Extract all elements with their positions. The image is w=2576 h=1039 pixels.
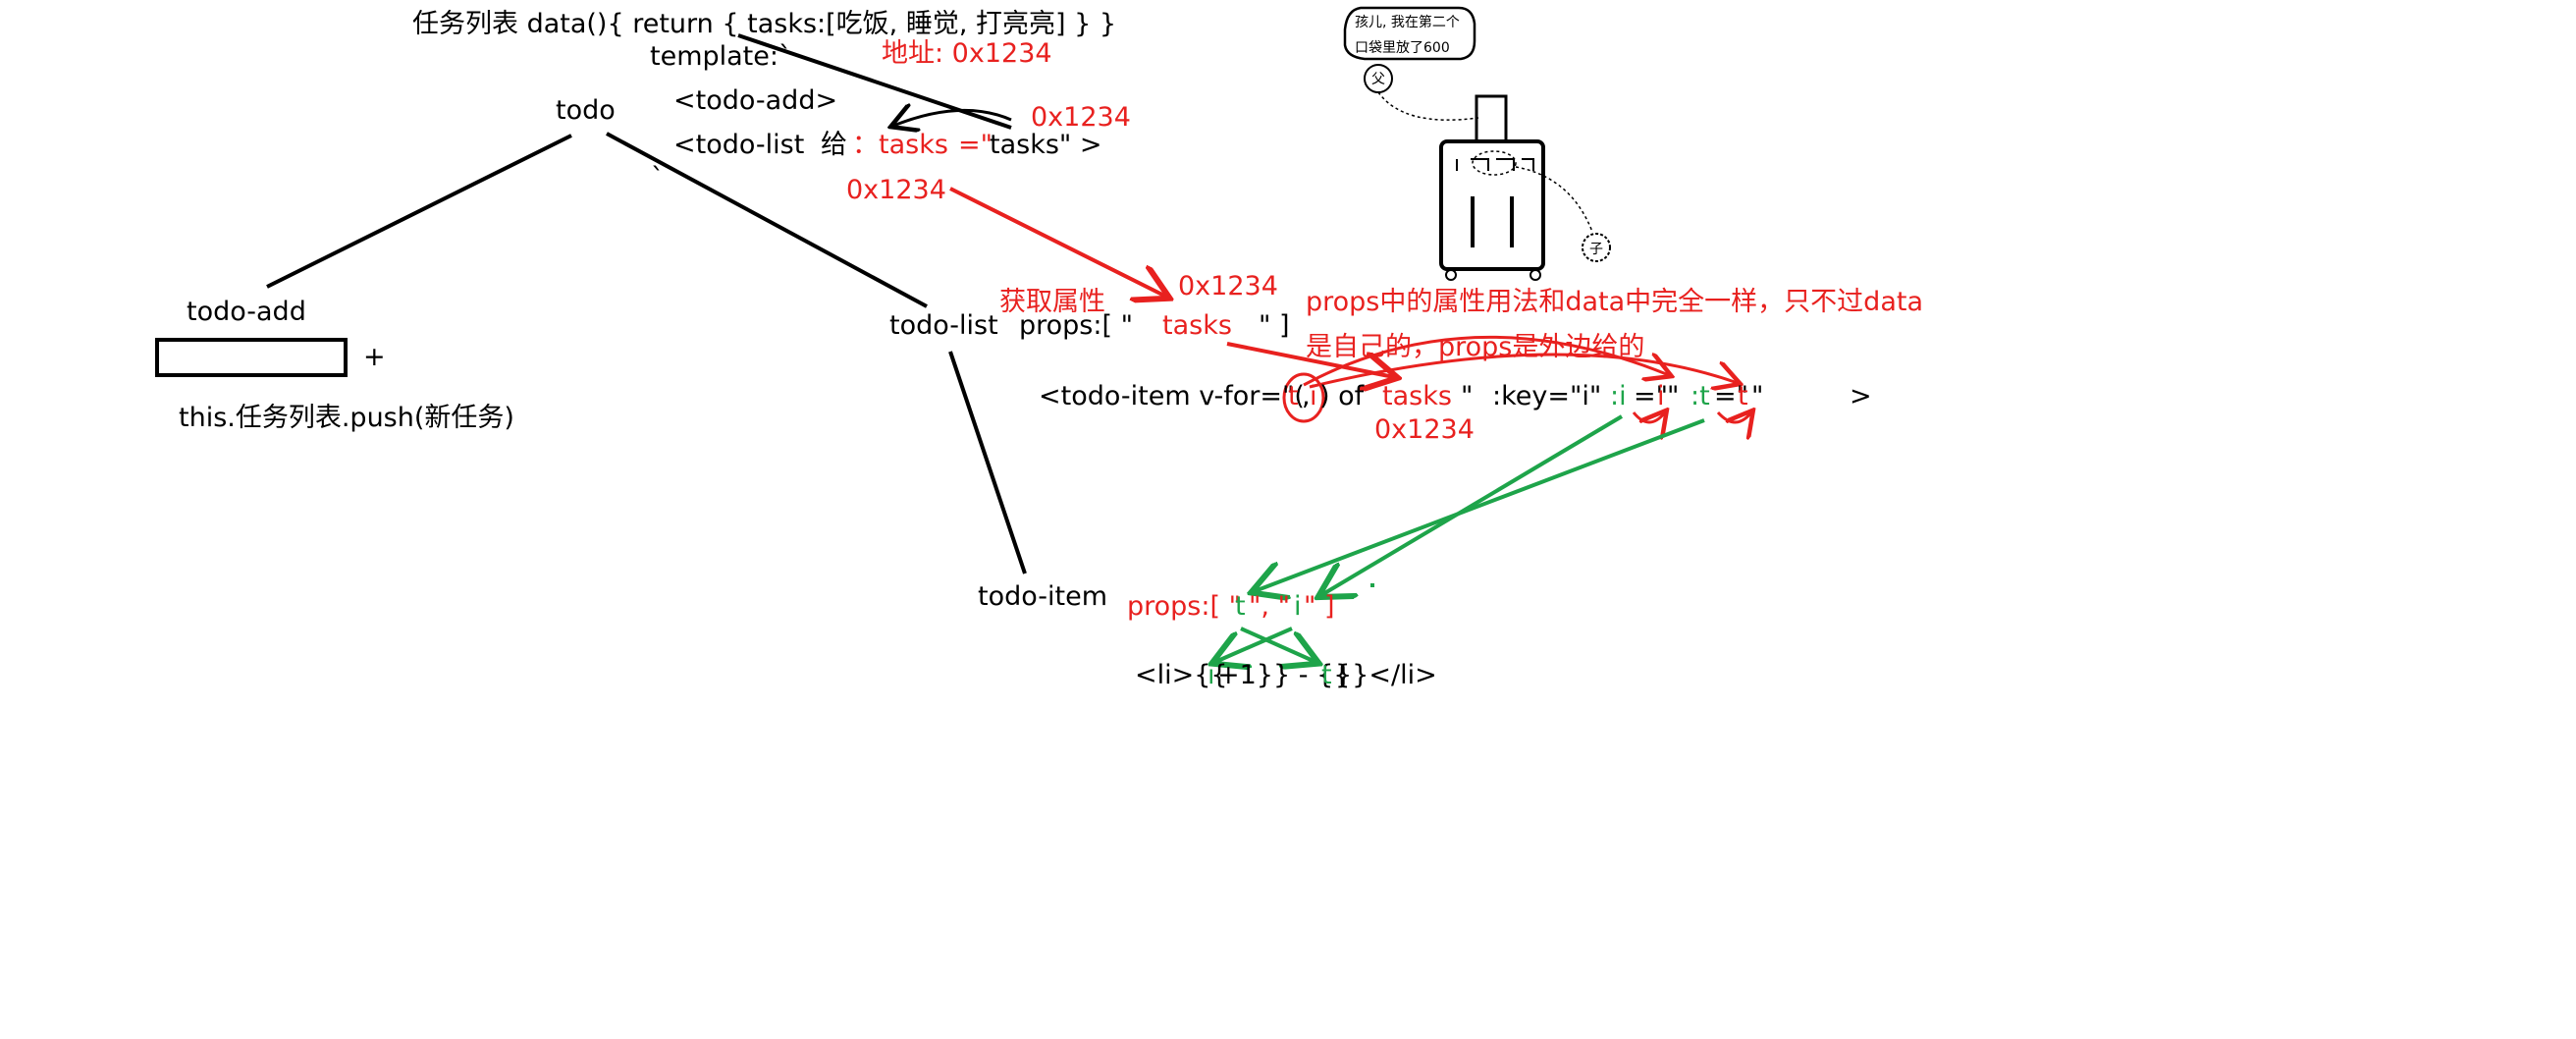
edge-todo-to-list [606, 132, 928, 308]
equals-quote: =" [958, 130, 993, 160]
green-arrow-i [1321, 414, 1624, 595]
tree-node-todo-list: todo-list [889, 310, 998, 341]
vfor-colon-t: :t [1690, 381, 1710, 411]
address-label: 地址: 0x1234 [882, 38, 1052, 69]
vfor-gt: > [1850, 381, 1872, 411]
vfor-quote: " [1461, 381, 1473, 411]
data-return-line: 任务列表 data(){ return { tasks:[吃饭, 睡觉, 打亮亮… [412, 9, 1116, 39]
tree-root-todo: todo [556, 95, 616, 126]
vfor-tasks: tasks [1382, 381, 1452, 411]
li-mid: +1}} - {{ [1217, 660, 1350, 690]
get-attribute-label: 获取属性 [999, 287, 1105, 317]
vfor-comma: , [1302, 381, 1311, 411]
cartoon-illustration: 孩儿, 我在第二个 口袋里放了600 父 子 [1343, 6, 1611, 281]
green-dot [1370, 583, 1374, 587]
wheel-right-icon [1530, 269, 1541, 281]
plus-symbol: + [363, 342, 386, 372]
new-task-input-box [155, 338, 348, 377]
item-props-mid: ", " [1249, 591, 1290, 622]
props-tasks: tasks [1162, 310, 1232, 341]
wheel-left-icon [1445, 269, 1457, 281]
red-loop-t [1716, 412, 1751, 422]
todo-add-tag: <todo-add> [673, 85, 837, 116]
suitcase-handle [1475, 94, 1508, 143]
red-curve-to-t [1309, 353, 1738, 387]
vfor-eq-q-2: =" [1714, 381, 1748, 411]
vfor-of: ) of [1319, 381, 1366, 411]
child-head-icon [1582, 233, 1611, 262]
item-props-i: i [1294, 591, 1302, 622]
speech-bubble [1343, 6, 1476, 61]
vfor-colon-i: :i [1610, 381, 1627, 411]
li-t: t [1321, 660, 1332, 690]
edge-list-to-item [948, 351, 1027, 574]
item-props-t: t [1235, 591, 1246, 622]
vfor-i-value: i [1657, 381, 1665, 411]
vfor-q-close-1: " [1667, 381, 1679, 411]
green-arrow-t [1255, 418, 1705, 591]
father-dashed-line [1377, 91, 1479, 121]
vfor-eq-q-1: =" [1634, 381, 1668, 411]
tree-node-todo-item: todo-item [978, 581, 1107, 612]
suitcase-icon [1439, 139, 1545, 271]
li-open: <li>{{ [1135, 660, 1228, 690]
address-bottom: 0x1234 [1374, 414, 1475, 445]
props-open: props:[ " [1019, 310, 1133, 341]
address-left: 0x1234 [846, 175, 946, 205]
props-note-line1: props中的属性用法和data中完全一样，只不过data [1306, 287, 1923, 317]
vfor-q-close-2: " [1751, 381, 1763, 411]
address-right: 0x1234 [1031, 102, 1131, 133]
item-props-open: props:[ " [1127, 591, 1241, 622]
vfor-t: t [1288, 381, 1299, 411]
bound-tasks-attr: ：tasks [852, 130, 948, 160]
vfor-key: :key="i" [1492, 381, 1601, 411]
tasks-value: tasks" > [990, 130, 1102, 160]
vfor-i: i [1310, 381, 1317, 411]
curved-arrow [893, 110, 1012, 126]
child-dashed-line [1515, 166, 1593, 233]
red-arrow-to-props [949, 187, 1166, 297]
bubble-line1: 孩儿, 我在第二个 [1355, 14, 1460, 30]
li-i: i [1208, 660, 1215, 690]
props-close: " ] [1259, 310, 1290, 341]
child-label: 子 [1589, 242, 1603, 257]
backtick-mark: ` [651, 163, 665, 193]
father-label: 父 [1371, 72, 1385, 87]
address-props: 0x1234 [1178, 271, 1278, 301]
bubble-line2: 口袋里放了600 [1355, 40, 1450, 56]
give-word: 给 [821, 130, 847, 160]
red-arrow-to-vfor [1226, 342, 1394, 377]
item-props-close: " ] [1304, 591, 1335, 622]
tasks-link-line [737, 33, 1012, 130]
green-arrow-i-to-li [1215, 627, 1293, 662]
ti-circle [1282, 372, 1325, 423]
pocket-highlight [1472, 150, 1517, 176]
tree-node-todo-add: todo-add [187, 297, 306, 327]
todo-list-tag: <todo-list [673, 130, 804, 160]
red-loop-i [1632, 412, 1665, 422]
vfor-start: <todo-item v-for="( [1039, 381, 1305, 411]
push-code-line: this.任务列表.push(新任务) [179, 403, 514, 433]
green-arrow-t-to-li [1240, 627, 1315, 662]
li-close: }}</li> [1335, 660, 1437, 690]
edge-todo-to-add [266, 134, 572, 289]
suitcase-pockets [1456, 158, 1534, 171]
vfor-t-value: t [1738, 381, 1748, 411]
